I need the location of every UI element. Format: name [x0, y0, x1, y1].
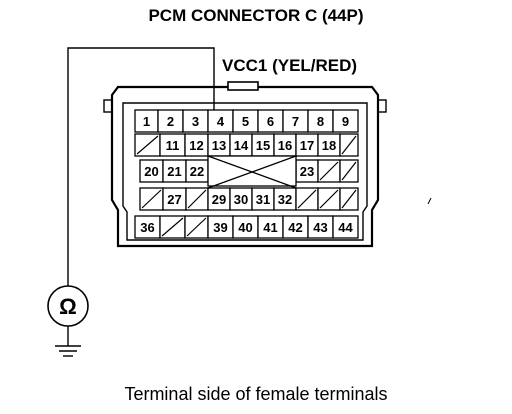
empty-cavity-slash: [341, 189, 357, 209]
terminal-label-40: 40: [238, 220, 252, 235]
ground-icon: [55, 345, 81, 357]
connector-latch: [227, 81, 259, 91]
terminal-label-7: 7: [292, 114, 299, 129]
terminal-label-29: 29: [212, 192, 226, 207]
empty-cavity-slash: [297, 189, 317, 209]
empty-cavity-slash: [186, 217, 207, 237]
empty-cavity-slash: [136, 135, 159, 155]
terminal-label-1: 1: [143, 114, 150, 129]
terminal-label-13: 13: [212, 138, 226, 153]
connector-housing: [110, 85, 380, 248]
terminal-label-36: 36: [140, 220, 154, 235]
terminal-label-21: 21: [167, 164, 181, 179]
terminal-label-12: 12: [189, 138, 203, 153]
diagram-caption: Terminal side of female terminals: [124, 384, 388, 404]
blocked-cavity-cross: [207, 155, 297, 189]
terminal-cell: [332, 215, 359, 239]
terminal-label-9: 9: [342, 114, 349, 129]
terminal-label-20: 20: [144, 164, 158, 179]
terminal-label-4: 4: [217, 114, 225, 129]
empty-cavity-slash: [187, 189, 207, 209]
ohmmeter-icon: Ω: [47, 285, 89, 327]
terminal-label-42: 42: [288, 220, 302, 235]
terminal-label-17: 17: [300, 138, 314, 153]
empty-cavity-slash: [341, 135, 357, 155]
terminal-label-5: 5: [242, 114, 249, 129]
connector-inner-frame: [122, 102, 368, 241]
probe-wire: [67, 47, 215, 286]
terminal-label-3: 3: [192, 114, 199, 129]
connector-left-tab: [103, 99, 113, 113]
terminal-label-31: 31: [256, 192, 270, 207]
empty-cavity-slash: [319, 161, 339, 181]
terminal-label-23: 23: [300, 164, 314, 179]
terminal-label-39: 39: [213, 220, 227, 235]
terminal-label-30: 30: [234, 192, 248, 207]
terminal-label-11: 11: [166, 138, 180, 153]
empty-cavity-slash: [141, 189, 162, 209]
terminal-label-8: 8: [317, 114, 324, 129]
terminal-label-22: 22: [190, 164, 204, 179]
terminal-label-43: 43: [313, 220, 327, 235]
terminal-label-27: 27: [167, 192, 181, 207]
terminal-label-2: 2: [167, 114, 174, 129]
empty-cavity-slash: [341, 161, 357, 181]
terminal-cell: [332, 109, 359, 133]
terminal-label-44: 44: [338, 220, 353, 235]
empty-cavity-slash: [161, 217, 184, 237]
connector-right-tab: [377, 99, 387, 113]
stray-mark: [427, 197, 432, 205]
terminal-label-14: 14: [234, 138, 249, 153]
ohmmeter-symbol: Ω: [59, 294, 77, 319]
terminal-label-15: 15: [256, 138, 270, 153]
terminal-label-6: 6: [267, 114, 274, 129]
diagram-title: PCM CONNECTOR C (44P): [148, 6, 364, 25]
terminal-label-16: 16: [278, 138, 292, 153]
terminal-label-41: 41: [263, 220, 277, 235]
signal-label: VCC1 (YEL/RED): [222, 56, 358, 75]
terminal-label-32: 32: [278, 192, 292, 207]
empty-cavity-slash: [319, 189, 339, 209]
terminal-label-18: 18: [322, 138, 336, 153]
